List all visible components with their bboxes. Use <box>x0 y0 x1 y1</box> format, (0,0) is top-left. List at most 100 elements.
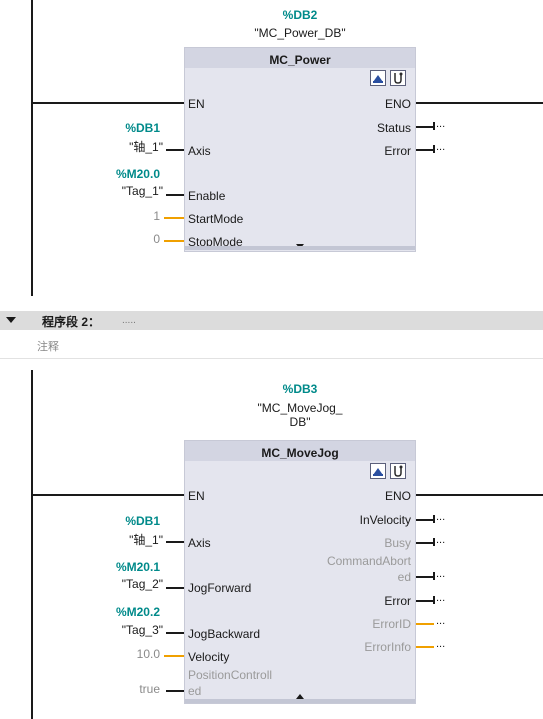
positioncontrolled-value[interactable]: true <box>139 682 160 696</box>
pin-eno: ENO <box>384 97 411 111</box>
axis-input-wire <box>166 541 184 543</box>
status-output-tick <box>433 122 435 130</box>
network-2-title: 程序段 2： <box>42 315 101 329</box>
block-icons <box>370 463 408 479</box>
error-output-tick <box>433 596 435 604</box>
en-wire <box>31 494 184 496</box>
diagnostics-icon[interactable] <box>390 70 406 86</box>
pin-enable: Enable <box>188 189 226 203</box>
jogbackward-input-wire <box>166 632 184 634</box>
pin-eno: ENO <box>384 489 411 503</box>
stopmode-value[interactable]: 0 <box>153 232 160 246</box>
error-terminal[interactable]: ... <box>436 141 446 153</box>
pin-error: Error <box>384 144 411 158</box>
block-footer <box>185 246 415 250</box>
power-rail-1 <box>31 0 33 296</box>
jogforward-tag-name[interactable]: "Tag_2" <box>121 577 163 591</box>
axis-input-wire <box>166 149 184 151</box>
pin-en: EN <box>188 97 205 111</box>
block-footer <box>185 699 415 703</box>
enable-tag-name[interactable]: "Tag_1" <box>121 184 163 198</box>
errorid-output-wire <box>416 623 434 625</box>
block-title: MC_Power <box>269 53 331 67</box>
jogbackward-tag-address[interactable]: %M20.2 <box>115 605 160 619</box>
block-title: MC_MoveJog <box>261 446 339 460</box>
eno-wire <box>416 494 543 496</box>
pin-positioncontrolled-line1: PositionControll <box>188 668 273 682</box>
jogforward-input-wire <box>166 587 184 589</box>
commandaborted-output-tick <box>433 572 435 580</box>
commandaborted-terminal[interactable]: ... <box>436 568 446 580</box>
stopmode-input-wire <box>164 240 184 242</box>
network-2-comment[interactable]: 注释 <box>37 341 59 353</box>
axis-tag-name[interactable]: "轴_1" <box>129 533 163 547</box>
collapse-block-icon[interactable] <box>296 694 304 699</box>
block-header <box>185 441 415 461</box>
mc-power-block[interactable]: MC_Power EN ENO Status Error Axis Enable… <box>184 47 416 252</box>
invelocity-terminal[interactable]: ... <box>436 511 446 523</box>
diagnostics-icon[interactable] <box>390 463 406 479</box>
enable-input-wire <box>166 194 184 196</box>
power-rail-2 <box>31 370 33 719</box>
errorinfo-output-wire <box>416 646 434 648</box>
pin-commandaborted-line1: CommandAbort <box>326 554 411 568</box>
pin-jogforward: JogForward <box>188 581 252 595</box>
busy-terminal[interactable]: ... <box>436 534 446 546</box>
invelocity-output-wire <box>416 519 433 521</box>
errorinfo-terminal[interactable]: ... <box>436 638 446 650</box>
jogforward-tag-address[interactable]: %M20.1 <box>115 560 160 574</box>
instance-db-name-line1: "MC_MoveJog_ <box>257 401 343 415</box>
instance-db-address: %DB3 <box>282 382 318 396</box>
jogbackward-tag-name[interactable]: "Tag_3" <box>121 623 163 637</box>
status-terminal[interactable]: ... <box>436 118 446 130</box>
error-output-wire <box>416 600 433 602</box>
enable-tag-address[interactable]: %M20.0 <box>115 167 160 181</box>
instance-db-address: %DB2 <box>282 8 318 22</box>
axis-tag-name[interactable]: "轴_1" <box>129 140 163 154</box>
positioncontrolled-input-wire <box>166 690 184 692</box>
instance-db-name: "MC_Power_DB" <box>254 26 346 40</box>
pin-errorinfo: ErrorInfo <box>364 640 411 654</box>
instance-db-name-line2: DB" <box>289 415 311 429</box>
collapse-arrow-icon[interactable] <box>6 317 16 323</box>
network-2-header[interactable] <box>0 311 543 330</box>
axis-tag-address[interactable]: %DB1 <box>125 514 160 528</box>
busy-output-tick <box>433 538 435 546</box>
motion-config-icon[interactable] <box>370 463 386 479</box>
pin-startmode: StartMode <box>188 212 244 226</box>
axis-tag-address[interactable]: %DB1 <box>125 121 160 135</box>
pin-jogbackward: JogBackward <box>188 627 261 641</box>
pin-error: Error <box>384 594 411 608</box>
pin-commandaborted-line2: ed <box>397 570 411 584</box>
pin-positioncontrolled-line2: ed <box>188 684 202 698</box>
velocity-value[interactable]: 10.0 <box>136 647 160 661</box>
pin-stopmode: StopMode <box>188 235 243 249</box>
invelocity-output-tick <box>433 515 435 523</box>
eno-wire <box>416 102 543 104</box>
block-header <box>185 48 415 68</box>
busy-output-wire <box>416 542 433 544</box>
pin-errorid: ErrorID <box>372 617 411 631</box>
pin-en: EN <box>188 489 205 503</box>
en-wire <box>31 102 184 104</box>
pin-busy: Busy <box>384 536 411 550</box>
pin-invelocity: InVelocity <box>359 513 411 527</box>
status-output-wire <box>416 126 433 128</box>
error-terminal[interactable]: ... <box>436 592 446 604</box>
pin-axis: Axis <box>188 144 211 158</box>
motion-config-icon[interactable] <box>370 70 386 86</box>
velocity-input-wire <box>164 655 184 657</box>
startmode-input-wire <box>164 217 184 219</box>
network-2-title-field[interactable]: ..... <box>122 315 136 326</box>
error-output-tick <box>433 145 435 153</box>
error-output-wire <box>416 149 433 151</box>
block-icons <box>370 70 408 86</box>
mc-movejog-block[interactable]: MC_MoveJog EN ENO InVelocity Busy Comman… <box>184 440 416 704</box>
startmode-value[interactable]: 1 <box>153 209 160 223</box>
network-2-comment-row[interactable] <box>0 332 543 359</box>
pin-status: Status <box>376 121 411 135</box>
commandaborted-output-wire <box>416 576 433 578</box>
pin-axis: Axis <box>188 536 211 550</box>
errorid-terminal[interactable]: ... <box>436 615 446 627</box>
pin-velocity: Velocity <box>188 650 230 664</box>
